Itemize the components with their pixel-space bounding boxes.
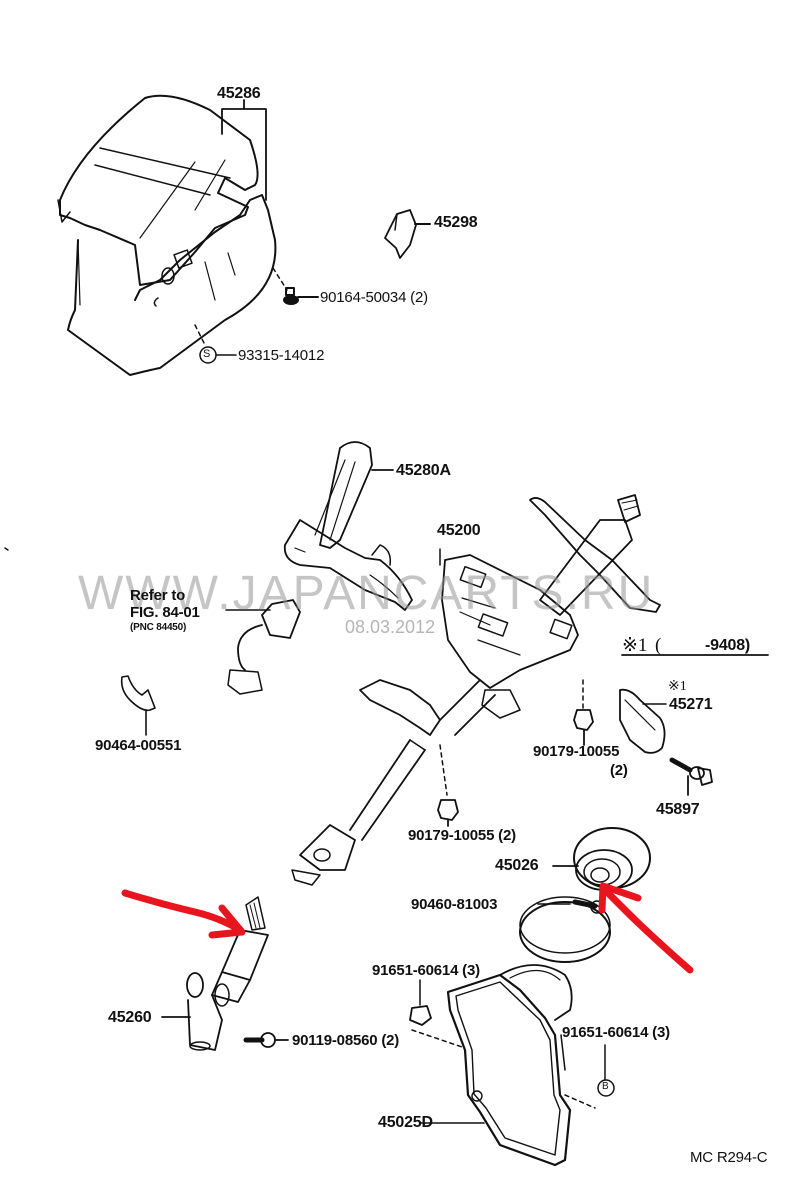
bolt-45897 [669, 757, 713, 796]
part-label-45260: 45260 [108, 1009, 152, 1026]
part-label-45271: 45271 [669, 696, 713, 713]
red-arrow-cover-icon [601, 886, 694, 974]
bolt-90119-08560 [243, 1032, 289, 1048]
part-label-90179-10055-lower: 90179-10055 (2) [408, 827, 516, 844]
part-label-45280A: 45280A [396, 462, 451, 479]
part-label-90464-00551: 90464-00551 [95, 737, 182, 754]
bracket-45280A [283, 441, 413, 611]
part-label-45897: 45897 [656, 801, 700, 818]
steering-column-45200 [291, 494, 661, 886]
part-label-45298: 45298 [434, 214, 478, 231]
screw-90164-50034 [283, 287, 319, 305]
hole-cover-45026 [552, 827, 651, 891]
note-mark: ※1 [622, 635, 648, 656]
part-qty-90179-10055-upper: (2) [610, 762, 628, 779]
symbol-s-93315 [199, 346, 237, 364]
connector-pnc-84450 [225, 599, 301, 695]
part-label-90164-50034: 90164-50034 (2) [320, 289, 428, 306]
part-mark-45271: ※1 [668, 679, 687, 694]
hose-clamp-90460-81003 [519, 896, 611, 963]
symbol-s-label: S [203, 348, 211, 360]
column-cover-45286 [57, 94, 288, 376]
note-range-end: -9408) [705, 637, 751, 654]
symbol-b-label: B [602, 1081, 609, 1092]
refer-line-3: (PNC 84450) [130, 622, 187, 633]
red-arrow-head-2-icon [598, 882, 642, 914]
watermark-text: WWW.JAPANCARTS.RU [78, 567, 655, 620]
bracket-45271 [619, 688, 667, 754]
clamp-90464-00551 [120, 675, 156, 736]
part-label-90179-06218: 91651-60614 (3) [372, 962, 480, 979]
refer-line-1: Refer to [130, 587, 186, 604]
red-arrow-head-1-icon [208, 904, 246, 939]
part-label-90179-10055-upper: 90179-10055 [533, 743, 620, 760]
part-label-90119-08560: 90119-08560 (2) [292, 1032, 400, 1049]
note-range-open: ( [655, 635, 662, 656]
cover-plate-45025D [419, 964, 596, 1167]
refer-line-2: FIG. 84-01 [130, 604, 200, 621]
nut-90179-06218 [409, 979, 466, 1049]
part-label-93315-14012: 93315-14012 [238, 347, 325, 364]
nut-90179-10055-upper [573, 709, 594, 746]
part-label-91651-60614: 91651-60614 (3) [562, 1024, 670, 1041]
part-label-45200: 45200 [437, 522, 481, 539]
part-label-45286: 45286 [217, 85, 261, 102]
part-label-90460-81003: 90460-81003 [411, 896, 498, 913]
reference-code: MC R294-C [690, 1149, 768, 1166]
symbol-b-91651 [597, 1044, 615, 1097]
part-label-45026: 45026 [495, 857, 539, 874]
watermark-date: 08.03.2012 [345, 617, 436, 637]
nut-90179-10055-lower [437, 799, 459, 827]
red-arrow-shaft-icon [121, 889, 244, 934]
intermediate-shaft-45260 [161, 896, 269, 1051]
clip-45298 [384, 209, 431, 259]
part-label-45025D: 45025D [378, 1114, 433, 1131]
